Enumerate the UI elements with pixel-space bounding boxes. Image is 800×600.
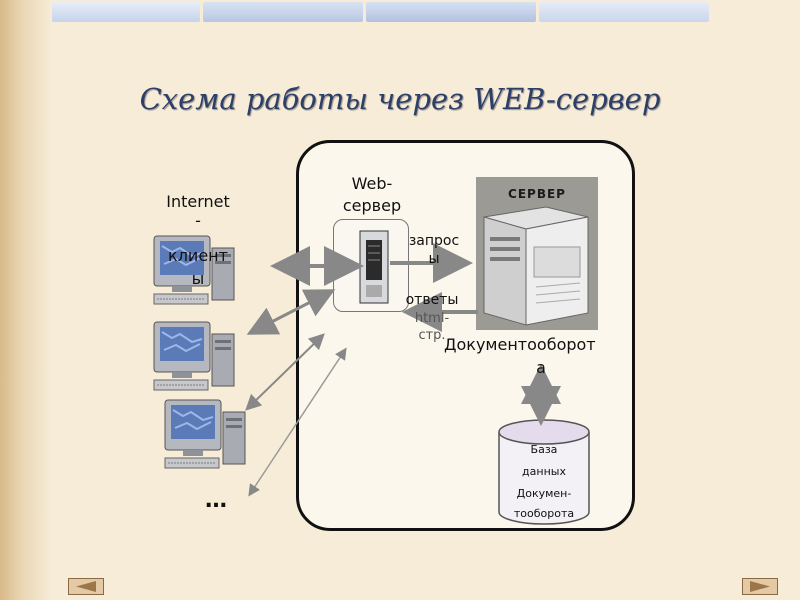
requests-label-line-2: ы (428, 251, 440, 267)
responses-label: ответы (405, 292, 459, 308)
clients-label-line-4: ы (191, 269, 205, 288)
clients-label-line-3: клиент (168, 246, 228, 265)
more-clients-arrow (248, 347, 347, 497)
database-label-line-2: данных (522, 465, 566, 478)
database-label-line-1: База (530, 443, 558, 456)
clients-label-line-2: - (195, 211, 201, 230)
html-label-line-2: стр. (418, 328, 446, 343)
slide-title: Схема работы через WEB-сервер (139, 82, 661, 116)
doc-server-label-line-1: Документооборот (444, 335, 596, 354)
requests-label-line-1: запрос (408, 233, 460, 249)
web-server-label-line-1: Web- (351, 174, 393, 193)
html-label-line-1: html- (414, 311, 450, 326)
top-decor-bar-1 (52, 2, 200, 22)
top-decor-bar-2 (203, 2, 363, 22)
client3-webserver-arrow (245, 333, 325, 411)
server-machine-icon (483, 206, 589, 326)
doc-server-label-line-2: а (536, 358, 546, 377)
web-server-label-line-2: сервер (342, 196, 402, 215)
database-label-line-4: тооборота (513, 507, 575, 520)
clients-label-line-1: Internet (166, 192, 230, 211)
prev-slide-button[interactable] (68, 578, 104, 595)
database-label-line-3: Докумен- (516, 487, 572, 500)
document-server-image: СЕРВЕР (476, 177, 598, 330)
top-decor-bar-3 (366, 2, 536, 22)
more-clients-ellipsis: … (205, 488, 227, 513)
top-decor-bar-4 (539, 2, 709, 22)
next-slide-button[interactable] (742, 578, 778, 595)
server-box-label: СЕРВЕР (508, 187, 566, 201)
next-arrow-icon (742, 578, 778, 595)
client2-webserver-arrow (246, 289, 336, 335)
prev-arrow-icon (68, 578, 104, 595)
